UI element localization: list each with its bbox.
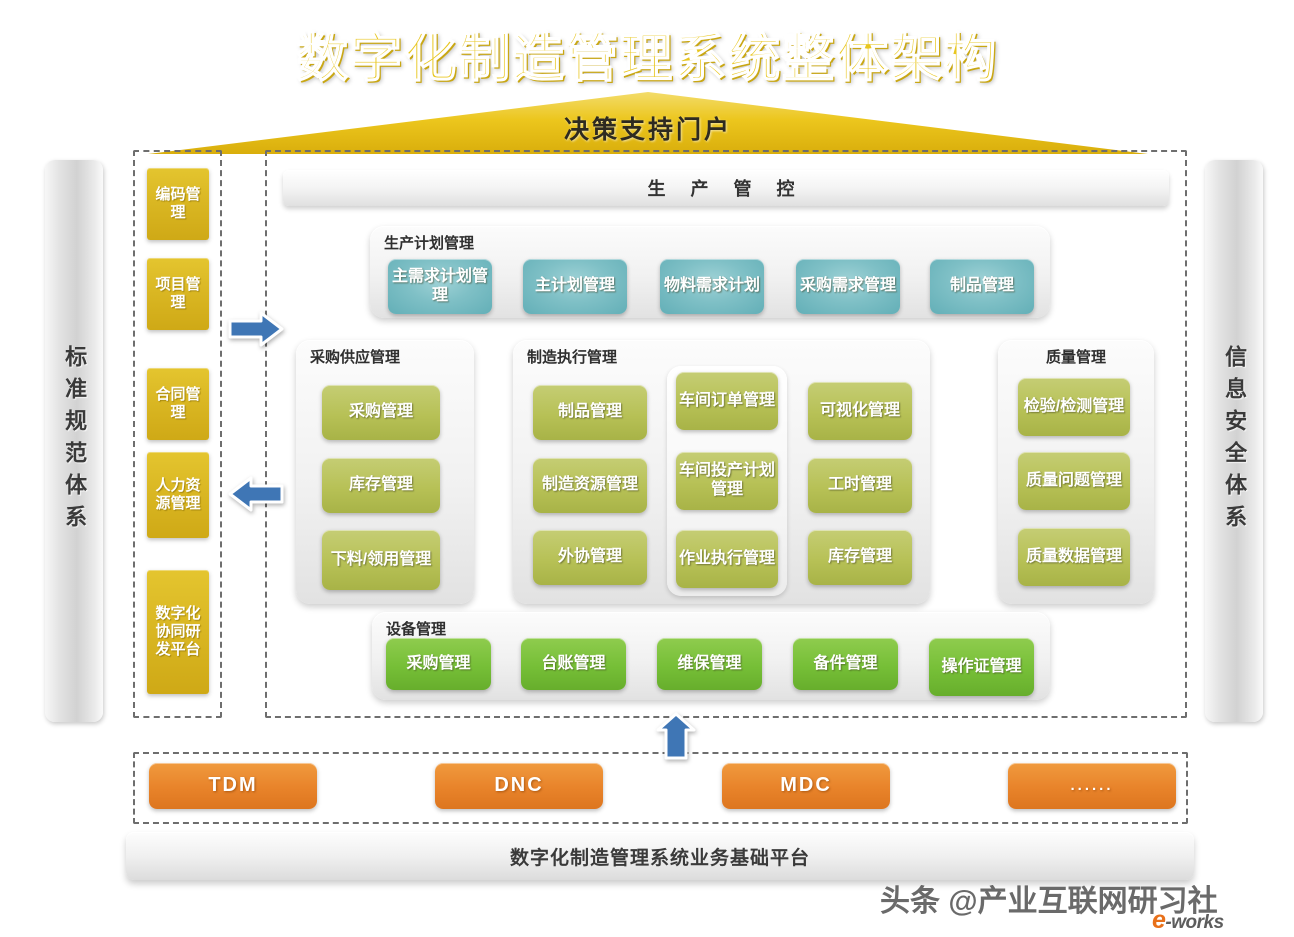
left-item-rd-platform[interactable]: 数字化协同研发平台 (147, 570, 209, 694)
chip-purchase-management[interactable]: 采购管理 (322, 385, 440, 440)
bottom-dashed-border (133, 752, 1188, 824)
chip-inspection-testing[interactable]: 检验/检测管理 (1018, 378, 1130, 436)
chip-quality-data[interactable]: 质量数据管理 (1018, 528, 1130, 586)
left-item-contract[interactable]: 合同管理 (147, 368, 209, 440)
chip-cutting-issue-management[interactable]: 下料/领用管理 (322, 530, 440, 590)
left-item-hr[interactable]: 人力资源管理 (147, 452, 209, 538)
panel-title-purchase-supply: 采购供应管理 (310, 349, 401, 366)
chip-eq-maintenance[interactable]: 维保管理 (657, 638, 762, 690)
chip-material-requirement-plan[interactable]: 物料需求计划 (660, 259, 764, 314)
panel-title-equipment: 设备管理 (386, 621, 447, 638)
chip-me-workshop-production-plan[interactable]: 车间投产计划管理 (676, 452, 778, 510)
eworks-logo-rest: -works (1165, 912, 1224, 933)
arrow-left-icon (228, 476, 284, 512)
arrow-right-icon (228, 311, 284, 347)
chip-inventory-management[interactable]: 库存管理 (322, 458, 440, 513)
chip-master-plan[interactable]: 主计划管理 (523, 259, 627, 314)
pillar-left-label: 标准规范体系 (62, 345, 88, 537)
chip-eq-spare-parts[interactable]: 备件管理 (793, 638, 898, 690)
roof-label: 决策支持门户 (563, 116, 732, 144)
production-control-header: 生 产 管 控 (283, 170, 1169, 206)
left-item-project[interactable]: 项目管理 (147, 258, 209, 330)
chip-master-demand-plan[interactable]: 主需求计划管理 (388, 259, 492, 314)
left-column-dashed-border (133, 150, 222, 718)
chip-me-workshop-order[interactable]: 车间订单管理 (676, 372, 778, 430)
eworks-logo-e: e (1152, 906, 1166, 934)
page-title: 数字化制造管理系统整体架构 (295, 29, 998, 89)
panel-title-manufacturing-execution: 制造执行管理 (527, 349, 618, 366)
panel-title-production-plan: 生产计划管理 (384, 235, 475, 252)
chip-eq-ledger[interactable]: 台账管理 (521, 638, 626, 690)
chip-purchase-demand[interactable]: 采购需求管理 (796, 259, 900, 314)
chip-eq-purchase[interactable]: 采购管理 (386, 638, 491, 690)
watermark-text: 头条 @产业互联网研习社 (880, 885, 1218, 918)
chip-me-inventory[interactable]: 库存管理 (808, 530, 912, 585)
chip-me-visualization[interactable]: 可视化管理 (808, 382, 912, 440)
chip-me-manufacturing-resource[interactable]: 制造资源管理 (533, 458, 647, 513)
main-dashed-border (265, 150, 1187, 718)
chip-me-operation-execution[interactable]: 作业执行管理 (676, 530, 778, 588)
left-item-coding[interactable]: 编码管理 (147, 168, 209, 240)
chip-product-management-plan[interactable]: 制品管理 (930, 259, 1034, 314)
chip-tdm[interactable]: TDM (149, 763, 317, 809)
base-platform: 数字化制造管理系统业务基础平台 (126, 832, 1194, 880)
panel-title-quality: 质量管理 (1045, 349, 1106, 366)
arrow-up-icon (656, 712, 696, 760)
chip-quality-issue[interactable]: 质量问题管理 (1018, 452, 1130, 510)
chip-mdc[interactable]: MDC (722, 763, 890, 809)
chip-more[interactable]: ...... (1008, 763, 1176, 809)
pillar-security-system: 信息安全体系 (1205, 160, 1263, 722)
pillar-standard-system: 标准规范体系 (45, 160, 103, 722)
chip-me-outsourcing[interactable]: 外协管理 (533, 530, 647, 585)
chip-me-work-hours[interactable]: 工时管理 (808, 458, 912, 513)
chip-dnc[interactable]: DNC (435, 763, 603, 809)
pillar-right-label: 信息安全体系 (1222, 345, 1248, 537)
chip-eq-operation-license[interactable]: 操作证管理 (929, 638, 1034, 696)
eworks-logo: e-works (1152, 906, 1224, 935)
chip-me-product-management[interactable]: 制品管理 (533, 385, 647, 440)
